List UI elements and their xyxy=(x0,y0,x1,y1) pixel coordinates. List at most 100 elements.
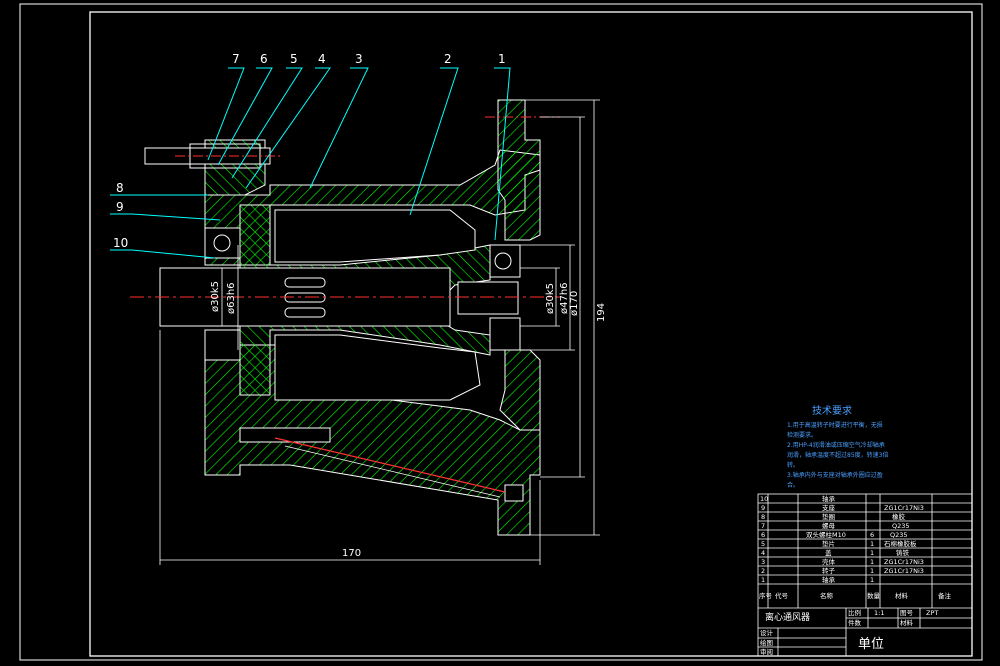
bom-name: 垫圈 xyxy=(822,512,835,521)
bearing-ball-right-top xyxy=(494,252,512,270)
designer-label: 设计 xyxy=(760,628,774,637)
dimension-d2: ø63h6 xyxy=(226,282,237,314)
drain-plug xyxy=(504,484,524,502)
bom-no: 8 xyxy=(761,513,765,521)
unit-label: 单位 xyxy=(858,637,884,652)
bom-no: 2 xyxy=(761,567,765,575)
technical-notes: 技术要求 1.用于高温转子时要进行平衡，无损 检测要求。 2.用HP-4润滑油或… xyxy=(787,404,888,489)
material-label: 材料 xyxy=(900,618,914,627)
bom-qty: 1 xyxy=(870,549,874,557)
part-label: 1 xyxy=(498,52,506,66)
bom-qty: 6 xyxy=(870,531,874,539)
bom-material: 铸铁 xyxy=(896,548,910,557)
dimension-d4: ø47h6 xyxy=(559,282,570,314)
note-line: 1.用于高温转子时要进行平衡，无损 xyxy=(787,421,883,429)
bom-header-remark: 备注 xyxy=(938,591,952,600)
dimension-lines xyxy=(159,99,600,565)
notes-title: 技术要求 xyxy=(812,404,852,417)
oil-channel xyxy=(274,437,506,493)
dimension-d5: ø170 xyxy=(569,291,580,316)
part-label: 5 xyxy=(290,52,298,66)
bom-name: 螺母 xyxy=(822,521,836,530)
dimension-length: 170 xyxy=(342,548,361,559)
bom-material: ZG1Cr17Ni3 xyxy=(884,504,924,512)
bearing-right-bottom xyxy=(489,317,521,351)
bom-name: 支座 xyxy=(822,503,836,512)
bom-name: 轴承 xyxy=(822,494,836,503)
bom-material: Q235 xyxy=(892,522,910,530)
bom-material: Q235 xyxy=(890,531,908,539)
reviewer-label: 审阅 xyxy=(760,647,773,656)
bom-name: 垫片 xyxy=(822,539,835,548)
oil-channel-2 xyxy=(284,445,501,498)
bom-no: 1 xyxy=(761,576,765,584)
shaft-end xyxy=(457,281,519,315)
part-label: 9 xyxy=(116,200,124,214)
bom-no: 6 xyxy=(761,531,765,539)
qty-label: 件数 xyxy=(848,618,862,627)
bom-no: 4 xyxy=(761,549,765,557)
section-view xyxy=(130,99,560,536)
bom-no: 7 xyxy=(761,522,765,530)
bom-name: 盖 xyxy=(825,548,832,557)
bom-text: 10 轴承 9 支座 ZG1Cr17Ni3 8 垫圈 橡胶 7 螺母 Q235 … xyxy=(759,494,952,656)
bom-qty: 1 xyxy=(870,540,874,548)
keyway-3 xyxy=(284,307,326,318)
drawing-no-value: ZPT xyxy=(926,609,938,617)
bearing-left-bottom xyxy=(204,329,241,361)
bom-name: 转子 xyxy=(822,566,836,575)
leaders xyxy=(110,67,511,259)
bom-header-qty: 数量 xyxy=(867,591,881,600)
part-label: 7 xyxy=(232,52,240,66)
bom-material: ZG1Cr17Ni3 xyxy=(884,558,924,566)
bom-name: 轴承 xyxy=(822,575,836,584)
bom-name: 双头螺柱M10 xyxy=(806,530,846,539)
drawing-title: 离心通风器 xyxy=(765,611,810,623)
bom-header-code: 代号 xyxy=(775,591,789,600)
bom-header-name: 名称 xyxy=(820,591,834,600)
lower-bolt xyxy=(239,427,331,443)
bom-qty: 1 xyxy=(870,567,874,575)
bom-material: 橡胶 xyxy=(892,512,906,521)
note-line: 2.用HP-4润滑油或压缩空气冷却轴承 xyxy=(787,441,885,449)
bom-name: 壳体 xyxy=(822,557,836,566)
title-block xyxy=(757,493,973,657)
bom-qty: 1 xyxy=(870,558,874,566)
bom-no: 9 xyxy=(761,504,765,512)
bom-no: 10 xyxy=(760,495,768,503)
bom-material: ZG1Cr17Ni3 xyxy=(884,567,924,575)
part-label: 10 xyxy=(113,236,128,250)
drawing-no-label: 图号 xyxy=(900,609,914,617)
bom-qty: 1 xyxy=(870,576,874,584)
rotor-cavity-upper xyxy=(274,209,476,263)
part-label: 6 xyxy=(260,52,268,66)
dimension-height: 194 xyxy=(596,303,607,322)
inner-frame xyxy=(89,11,973,657)
note-line: 合。 xyxy=(787,481,799,489)
part-label: 8 xyxy=(116,181,124,195)
scale-label: 比例 xyxy=(848,608,861,617)
bom-header-no: 序号 xyxy=(759,591,773,600)
bom-header-material: 材料 xyxy=(895,591,909,600)
part-label: 3 xyxy=(355,52,363,66)
keyway-1 xyxy=(284,277,326,288)
outer-frame xyxy=(19,3,983,661)
dimension-d1: ø30k5 xyxy=(210,281,221,312)
drafter-label: 绘图 xyxy=(760,638,773,647)
scale-value: 1:1 xyxy=(874,609,884,617)
rotor-cavity-lower xyxy=(274,334,481,401)
bom-material: 石棉橡胶板 xyxy=(884,539,917,548)
dimension-text: ø30k5 ø63h6 ø30k5 ø47h6 ø170 194 170 xyxy=(210,281,607,559)
dimension-d3: ø30k5 xyxy=(545,283,556,314)
bearing-left-top xyxy=(204,227,241,259)
right-flange xyxy=(497,99,541,241)
right-flange-lower xyxy=(499,349,541,431)
note-line: 转。 xyxy=(787,461,799,469)
note-line: 3.轴承内外与支座对轴承外圈应过盈 xyxy=(787,471,883,479)
note-line: 润滑，轴承温度不超过85度，转速3倍 xyxy=(787,451,888,459)
part-labels: 7 6 5 4 3 2 1 8 9 10 xyxy=(113,52,506,250)
bom-no: 5 xyxy=(761,540,765,548)
part-label: 4 xyxy=(318,52,326,66)
part-label: 2 xyxy=(444,52,452,66)
